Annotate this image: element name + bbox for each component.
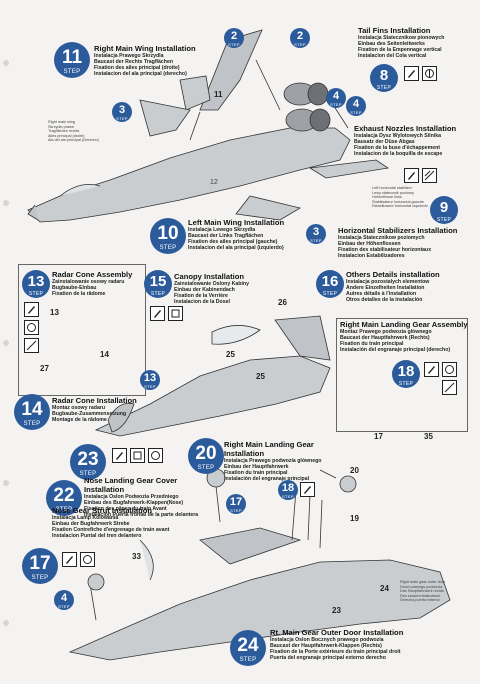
flip-icon xyxy=(24,320,39,335)
cement-icon xyxy=(404,66,419,81)
step-22-text: Nose Landing Gear Cover Installation Ins… xyxy=(84,476,199,518)
step-9-text: Exhaust Nozzles Installation Instalacja … xyxy=(354,124,476,157)
binder-hole xyxy=(3,340,9,346)
binder-hole xyxy=(3,200,9,206)
cement-icon xyxy=(150,306,165,321)
cement-icon xyxy=(300,482,315,497)
step-label: STEP xyxy=(63,69,81,75)
flip-icon xyxy=(148,448,163,463)
fuselage-number: 12 xyxy=(210,179,218,186)
step-title: Right Main Wing Installation xyxy=(94,44,196,53)
cement-icon xyxy=(24,302,39,317)
step-11-badge: 11 STEP xyxy=(54,42,90,78)
step-11-text: Right Main Wing Installation Instalacja … xyxy=(94,44,204,77)
cement-icon xyxy=(112,448,127,463)
flip-icon xyxy=(422,66,437,81)
cement-icon xyxy=(404,168,419,183)
step-8-text: Tail Fins Installation Instalacja Statec… xyxy=(358,26,474,59)
step-14-text: Radar Cone Installation Montaz osowy rad… xyxy=(52,396,137,423)
step-10-text: Left Main Wing Installation Instalacja L… xyxy=(188,218,285,251)
part-number: 11 xyxy=(214,90,223,99)
cement-icon xyxy=(62,552,77,567)
nose-gear-strut-text: Nose Gear Strut Installation Instalacja … xyxy=(52,506,170,539)
step-number: 11 xyxy=(61,47,83,68)
step-24-text: Rt. Main Gear Outer Door Installation In… xyxy=(270,628,404,661)
cement-icon xyxy=(424,362,439,377)
step-title: Exhaust Nozzles Installation xyxy=(354,124,457,133)
step-title: Tail Fins Installation xyxy=(358,26,431,35)
step-20-text: Right Main Landing Gear Installation Ins… xyxy=(224,440,322,482)
flip-icon xyxy=(80,552,95,567)
horizontal-stabilizers-text: Horizontal Stabilizers Installation Inst… xyxy=(338,226,458,259)
step-18-text: Right Main Landing Gear Assembly Montaz … xyxy=(340,320,468,353)
paint-icon xyxy=(24,338,39,353)
step-15-text: Canopy Installation Zainstalowanie Oslon… xyxy=(174,272,249,305)
step-13-text: Radar Cone Assembly Zainstalowanie osowy… xyxy=(52,270,133,297)
step-16-text: Others Details installation Instalacja p… xyxy=(346,270,440,303)
binder-hole xyxy=(3,480,9,486)
flip-icon xyxy=(442,362,457,377)
binder-hole xyxy=(3,60,9,66)
paint-icon xyxy=(442,380,457,395)
clear-glue-icon xyxy=(130,448,145,463)
binder-hole xyxy=(3,620,9,626)
paint-icon xyxy=(422,168,437,183)
clear-glue-icon xyxy=(168,306,183,321)
